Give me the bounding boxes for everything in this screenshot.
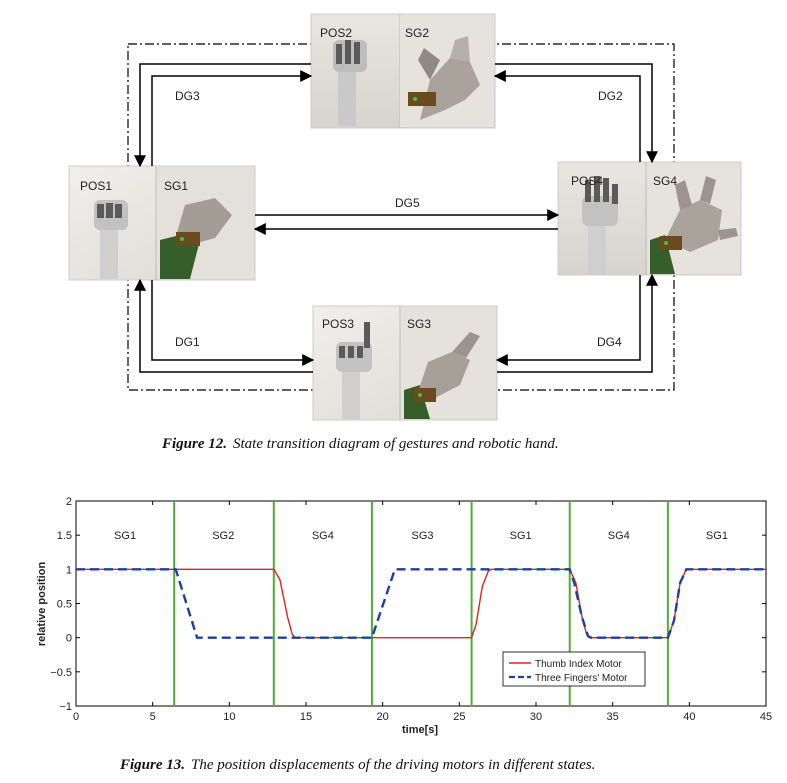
- legend-entry: Thumb Index Motor: [535, 659, 622, 670]
- sg3-label: SG3: [407, 317, 431, 331]
- y-axis-label: relative position: [36, 562, 48, 647]
- x-tick-label: 35: [607, 711, 619, 723]
- arrow-dg1-inner: [151, 280, 315, 366]
- x-tick-label: 10: [223, 711, 235, 723]
- arrow-dg4-inner: [495, 275, 641, 366]
- state-label: SG1: [114, 530, 136, 542]
- gesture-hand-image: [157, 167, 254, 279]
- state-label: SG3: [412, 530, 434, 542]
- figure-12-caption-label: Figure 12.: [161, 436, 227, 452]
- dg4-label: DG4: [597, 335, 622, 349]
- figure-13-caption: Figure 13. The position displacements of …: [119, 757, 595, 773]
- dg2-label: DG2: [598, 89, 623, 103]
- transition-arrows: [134, 63, 658, 373]
- x-tick-label: 30: [530, 711, 542, 723]
- arrow-dg2-outer: [495, 63, 658, 164]
- legend-box: [502, 651, 646, 687]
- y-tick-label: 0.5: [57, 599, 72, 611]
- figure-13-caption-text: The position displacements of the drivin…: [191, 757, 595, 773]
- x-tick-label: 0: [73, 711, 79, 723]
- state-panel-top: POS2 SG2: [310, 13, 496, 129]
- x-tick-label: 15: [300, 711, 312, 723]
- arrow-dg3-inner: [151, 70, 313, 166]
- x-axis-label: time[s]: [402, 724, 438, 736]
- state-label: SG2: [212, 530, 234, 542]
- figure-13-caption-label: Figure 13.: [119, 757, 185, 773]
- robotic-hand-image: [333, 40, 367, 126]
- figure-12-caption: Figure 12. State transition diagram of ge…: [161, 436, 559, 452]
- series-line-thumb-index-motor: [76, 568, 766, 639]
- pos1-label: POS1: [80, 179, 112, 193]
- legend-entry: Three Fingers' Motor: [535, 673, 628, 684]
- arrow-dg1-outer: [134, 278, 313, 373]
- state-panel-bottom: POS3 SG3: [312, 305, 498, 421]
- y-tick-label: −0.5: [50, 667, 72, 679]
- state-label: SG1: [706, 530, 728, 542]
- pos3-label: POS3: [322, 317, 354, 331]
- robotic-hand-image: [94, 200, 128, 279]
- sg4-label: SG4: [653, 174, 677, 188]
- x-tick-label: 40: [683, 711, 695, 723]
- plot-area: [75, 500, 767, 707]
- state-panel-right: POS4 SG4: [557, 161, 742, 276]
- x-tick-label: 45: [760, 711, 772, 723]
- sg1-label: SG1: [164, 179, 188, 193]
- gesture-hand-image: [400, 15, 494, 127]
- figure-12-diagram: POS2 SG2 POS1 SG1: [68, 13, 742, 452]
- y-tick-label: 0: [66, 633, 72, 645]
- pos4-label: POS4: [571, 174, 603, 188]
- state-label: SG1: [510, 530, 532, 542]
- state-label: SG4: [312, 530, 334, 542]
- x-tick-label: 20: [377, 711, 389, 723]
- state-label: SG4: [608, 530, 630, 542]
- arrow-dg3-outer: [134, 63, 311, 168]
- dg5-label: DG5: [395, 196, 420, 210]
- arrow-dg4-outer: [497, 273, 658, 373]
- gesture-hand-image: [647, 163, 740, 274]
- arrow-dg2-inner: [493, 70, 641, 162]
- state-panel-left: POS1 SG1: [68, 165, 256, 281]
- dg1-label: DG1: [175, 335, 200, 349]
- x-tick-label: 25: [453, 711, 465, 723]
- series-line-three-fingers-motor: [76, 568, 766, 639]
- x-tick-label: 5: [150, 711, 156, 723]
- gesture-hand-image: [401, 307, 496, 419]
- y-tick-label: 1: [66, 564, 72, 576]
- dg3-label: DG3: [175, 89, 200, 103]
- figure-12-caption-text: State transition diagram of gestures and…: [233, 436, 559, 452]
- robotic-hand-image: [582, 176, 618, 274]
- y-tick-label: −1: [59, 701, 72, 713]
- y-tick-label: 2: [66, 496, 72, 508]
- pos2-label: POS2: [320, 26, 352, 40]
- sg2-label: SG2: [405, 26, 429, 40]
- robotic-hand-image: [336, 322, 372, 419]
- y-tick-label: 1.5: [57, 530, 72, 542]
